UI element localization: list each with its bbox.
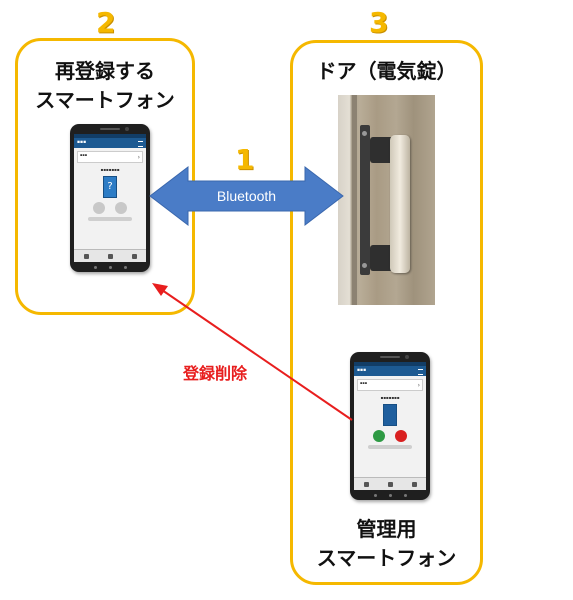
bluetooth-double-arrow	[149, 165, 344, 227]
admin-phone-image: ▪▪▪ ▪▪▪ ▪▪▪▪▪▪▪	[350, 352, 430, 500]
phone-screen: ▪▪▪ ▪▪▪ ▪▪▪▪▪▪▪ ?	[74, 134, 146, 262]
door-card: ▪▪▪	[357, 379, 423, 391]
unlock-button-icon	[395, 430, 407, 442]
delete-arrow-head	[152, 283, 168, 296]
app-header: ▪▪▪	[354, 366, 426, 376]
lock-button-icon	[93, 202, 105, 214]
screen-message: ▪▪▪▪▪▪▪	[100, 167, 120, 172]
electric-door-lock-photo	[338, 95, 435, 305]
reregister-title-line2: スマートフォン	[35, 88, 175, 112]
door-icon	[383, 404, 397, 426]
phone-screen: ▪▪▪ ▪▪▪ ▪▪▪▪▪▪▪	[354, 362, 426, 490]
bluetooth-label: Bluetooth	[216, 188, 277, 204]
app-header: ▪▪▪	[74, 138, 146, 148]
screen-message: ▪▪▪▪▪▪▪	[380, 395, 400, 400]
step-number-2: 2	[96, 6, 116, 39]
step-number-1: 1	[235, 143, 255, 176]
reregister-title-line1: 再登録する	[55, 59, 155, 83]
step-number-3: 3	[369, 6, 389, 39]
door-title: ドア（電気錠）	[316, 59, 457, 83]
lock-button-icon	[373, 430, 385, 442]
admin-title-line1: 管理用	[356, 517, 417, 541]
unknown-door-icon: ?	[103, 176, 117, 198]
delete-arrow-line	[161, 289, 353, 421]
unlock-button-icon	[115, 202, 127, 214]
delete-registration-label: 登録削除	[183, 364, 248, 383]
reregister-phone-image: ▪▪▪ ▪▪▪ ▪▪▪▪▪▪▪ ?	[70, 124, 150, 272]
admin-title-line2: スマートフォン	[316, 546, 457, 570]
door-card: ▪▪▪	[77, 151, 143, 163]
